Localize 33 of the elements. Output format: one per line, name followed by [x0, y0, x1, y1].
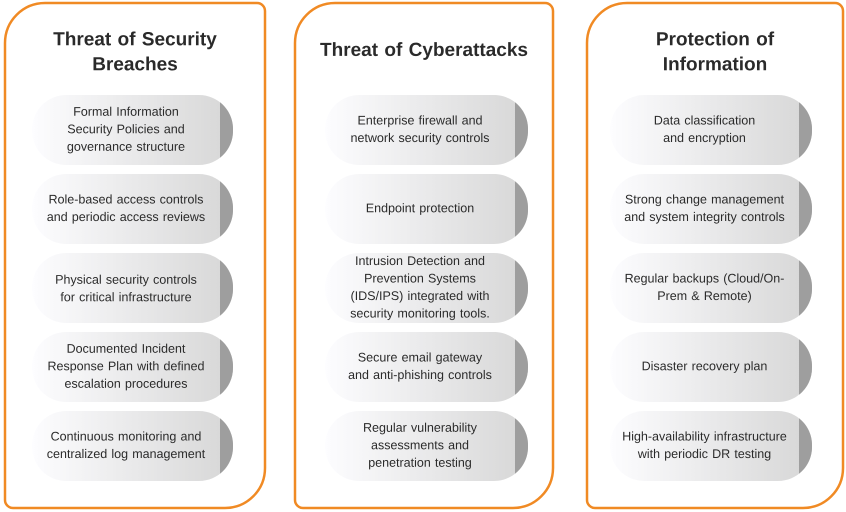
- node-label: Continuous monitoring and centralized log management: [47, 431, 206, 461]
- node-label: Endpoint protection: [366, 203, 474, 215]
- pill-box: Strong change management and system integrity controls: [624, 174, 812, 244]
- pill-box: Regular vulnerability assessments and penetration testing: [364, 411, 528, 481]
- node-label: Intrusion Detection and Prevention Systems (IDS/IPS) integrated with security monitoring tools.: [350, 256, 489, 320]
- node-label: Formal Information Security Policies and governance structure: [67, 106, 184, 154]
- heading: Protection of Information: [657, 32, 774, 70]
- pill-box: Physical security controls for critical infrastructure: [56, 253, 233, 323]
- node-label: Regular vulnerability assessments and penetration testing: [364, 422, 477, 470]
- node-label: Regular backups (Cloud/On-Prem & Remote): [626, 273, 784, 303]
- pill-box: Enterprise firewall and network security controls: [351, 95, 528, 165]
- node-label: Data classification and encryption: [654, 115, 754, 145]
- pill-box: Secure email gateway and anti-phishing controls: [348, 332, 528, 402]
- node-label: Physical security controls for critical infrastructure: [56, 274, 196, 302]
- pill-box: Endpoint protection: [366, 174, 528, 244]
- node-label: Role-based access controls and periodic access reviews: [47, 194, 205, 224]
- pill-box: Documented Incident Response Plan with defined escalation procedures: [48, 332, 233, 402]
- pill-box: Role-based access controls and periodic access reviews: [47, 174, 233, 244]
- pill-box: Intrusion Detection and Prevention Systems (IDS/IPS) integrated with security monitoring tools.: [350, 253, 528, 323]
- pill-box: Data classification and encryption: [654, 95, 812, 165]
- pill-box: High-availability infrastructure with periodic DR testing: [623, 411, 812, 481]
- heading: Threat of Cyberattacks: [320, 42, 528, 60]
- pill-box: Continuous monitoring and centralized log management: [47, 411, 233, 481]
- node-label: Strong change management and system integrity controls: [624, 194, 784, 224]
- pill-box: Regular backups (Cloud/On-Prem & Remote): [626, 253, 812, 323]
- pill-box: Formal Information Security Policies and governance structure: [67, 95, 233, 165]
- pill-box: Disaster recovery plan: [642, 332, 812, 402]
- node-label: Enterprise firewall and network security controls: [351, 115, 489, 145]
- node-label: High-availability infrastructure with periodic DR testing: [623, 431, 786, 461]
- node-label: Disaster recovery plan: [642, 361, 767, 373]
- heading: Threat of Security Breaches: [53, 32, 217, 70]
- node-label: Secure email gateway and anti-phishing controls: [348, 352, 492, 382]
- node-label: Documented Incident Response Plan with defined escalation procedures: [48, 344, 204, 390]
